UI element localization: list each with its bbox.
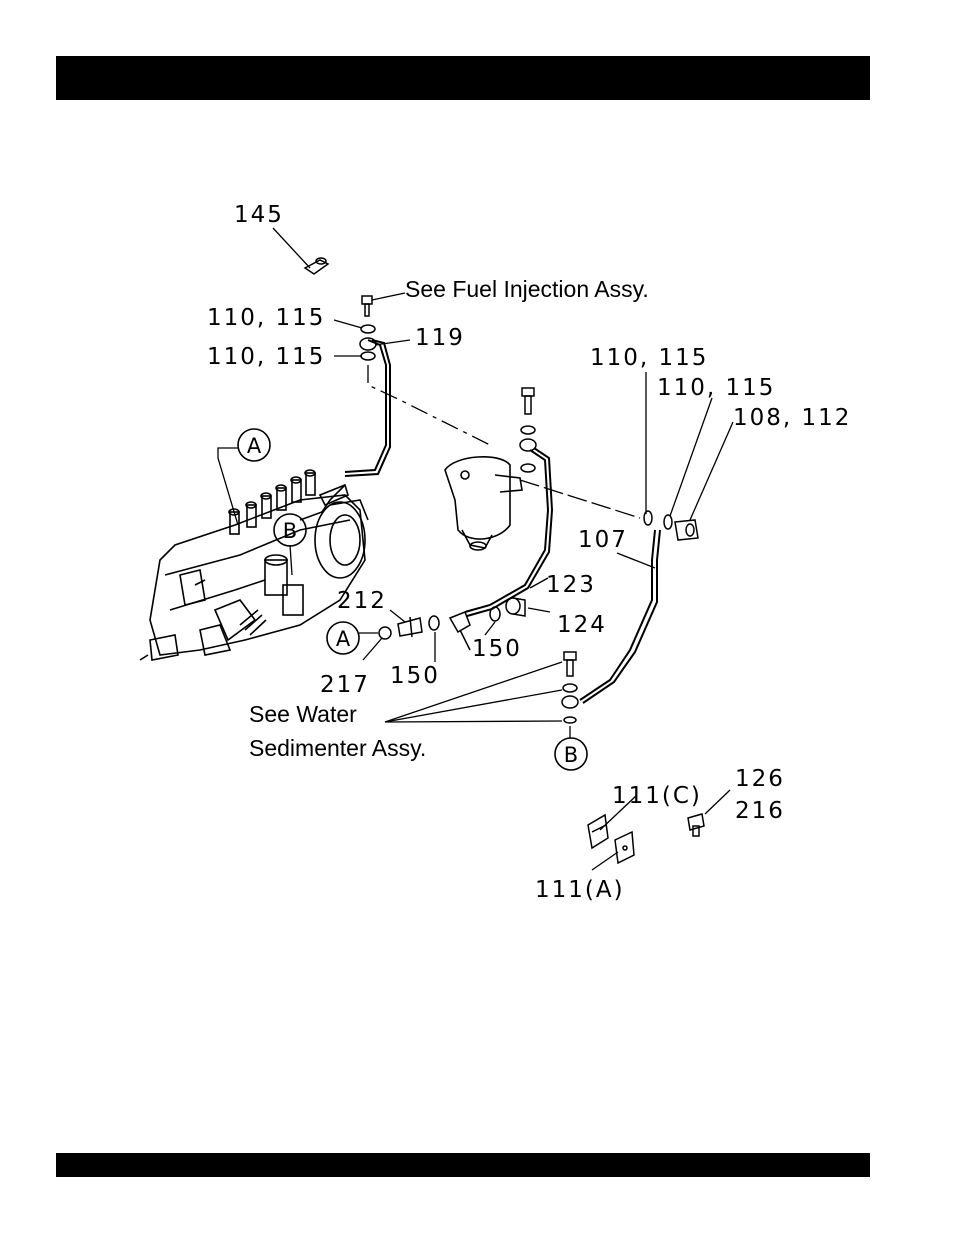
note-see-fuel-injection: See Fuel Injection Assy. [405, 276, 649, 302]
part-label-217: 217 [320, 672, 370, 698]
part-label-111c: 111(C) [612, 783, 702, 809]
part-label-124: 124 [557, 612, 607, 638]
part-label-110-115-b: 110, 115 [207, 344, 325, 370]
callout-a-top-letter: A [247, 434, 262, 458]
injection-pump-drawing [140, 470, 368, 660]
callout-a-left-letter: A [336, 627, 351, 651]
part-label-110-115-c: 110, 115 [590, 345, 708, 371]
part-label-111a: 111(A) [535, 877, 625, 903]
part-label-123: 123 [546, 572, 596, 598]
part-label-150-left: 150 [390, 663, 440, 689]
part-label-216: 216 [735, 798, 785, 824]
callout-b-top-letter: B [283, 519, 297, 543]
note-see-water-line1: See Water [249, 701, 357, 727]
part-label-145: 145 [234, 202, 284, 228]
connection-lines [368, 365, 640, 518]
part-label-119: 119 [415, 325, 465, 351]
note-see-water-line2: Sedimenter Assy. [249, 735, 426, 761]
part-label-107: 107 [578, 527, 628, 553]
part-label-150-right: 150 [472, 636, 522, 662]
part-label-212: 212 [337, 588, 387, 614]
callout-b-bottom-letter: B [564, 743, 578, 767]
part-label-108-112: 108, 112 [733, 405, 851, 431]
part-label-110-115-a: 110, 115 [207, 305, 325, 331]
part-label-126: 126 [735, 766, 785, 792]
part-label-110-115-d: 110, 115 [657, 375, 775, 401]
water-sedimenter-drawing [445, 457, 522, 550]
